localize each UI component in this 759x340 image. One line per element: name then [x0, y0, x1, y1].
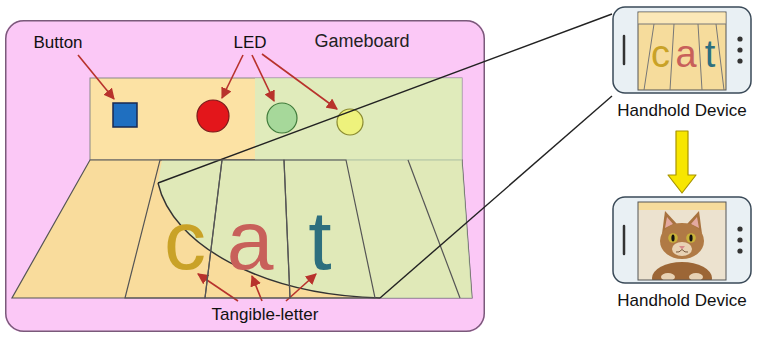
device-label: Handhold Device: [617, 292, 746, 309]
part-label: Tangible-letter: [212, 306, 319, 323]
cat-eye: [668, 233, 678, 243]
screen-band: [639, 13, 726, 25]
phone-illustration: [612, 196, 752, 286]
component-label: Button: [33, 34, 82, 51]
cat-body: [652, 262, 712, 280]
leader-line: [222, 55, 243, 98]
screen-slot-line: [698, 24, 702, 90]
cat-picture: [638, 202, 726, 280]
phone-dot: [737, 47, 742, 52]
slot-outline: [205, 160, 290, 298]
tangible-letter: a: [227, 198, 274, 282]
phone-screen: [638, 12, 726, 90]
board-outline: [6, 21, 485, 332]
control-panel: [90, 78, 462, 160]
leader-line: [262, 54, 337, 109]
cat-pupil: [671, 234, 674, 241]
phone-dot: [737, 248, 742, 253]
screen-line: [638, 24, 726, 25]
view-line: [158, 14, 612, 183]
cat-muzzle: [672, 242, 692, 256]
block-arrow: [668, 131, 696, 193]
phone-screen: [638, 202, 726, 280]
led-symbol: [267, 103, 297, 133]
cat-mouth: [676, 250, 688, 253]
phone-speaker: [623, 36, 626, 64]
phone-dot: [737, 58, 742, 63]
handheld-device: catHandhold Device: [612, 6, 752, 128]
phone-dot: [737, 237, 742, 242]
screen-band: [638, 202, 726, 210]
leader-line: [78, 55, 114, 99]
cat-pupil: [689, 234, 692, 241]
view-line: [380, 96, 612, 298]
cat-nose: [679, 246, 685, 250]
screen-slot-line: [716, 24, 724, 90]
slot-outline: [284, 160, 375, 298]
leader-line: [252, 55, 274, 101]
gameboard: Gameboard cat Button LED Tangible-letter: [5, 20, 485, 332]
component-label: LED: [233, 34, 266, 51]
cat-paw: [689, 273, 703, 280]
letter-tray: [12, 160, 472, 298]
cat-eye: [686, 233, 696, 243]
letter-slot: a: [205, 160, 290, 298]
phone-body: [613, 7, 751, 93]
slot-divider: [408, 160, 460, 298]
led-symbol: [197, 100, 229, 132]
screen-letter: c: [651, 35, 670, 73]
screen-letter: t: [705, 35, 716, 73]
phone-dot: [737, 226, 742, 231]
device-label: Handhold Device: [617, 102, 746, 119]
handheld-device: Handhold Device: [612, 196, 752, 320]
camera-view-edge: [158, 183, 380, 298]
phone-speaker: [623, 226, 626, 254]
tangible-letter: t: [308, 198, 331, 282]
screen-slot-line: [670, 24, 674, 90]
phone-dot: [737, 36, 742, 41]
letter-slot: t: [284, 160, 375, 298]
board-title: Gameboard: [314, 32, 409, 50]
button-symbol: [113, 103, 137, 127]
led-symbol: [337, 109, 363, 135]
cat-head: [660, 223, 704, 259]
tangible-letter: c: [164, 198, 206, 282]
cat-paw: [661, 273, 675, 280]
screen-letter: a: [675, 35, 696, 73]
camera-view-area: [158, 78, 472, 298]
